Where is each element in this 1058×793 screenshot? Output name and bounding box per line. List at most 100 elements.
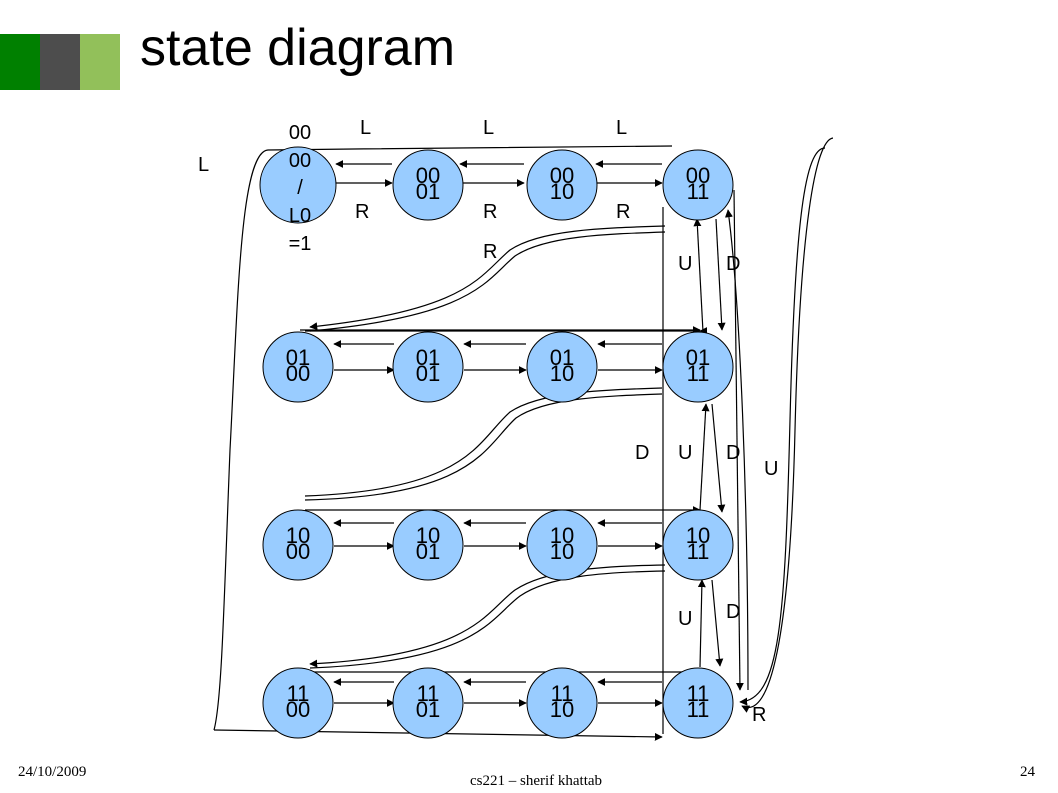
edge-row2-to-row3-a xyxy=(304,387,663,497)
edge-label-l-wrap: L xyxy=(198,154,209,176)
edge-label-l1: L xyxy=(360,117,371,139)
edge-label-l3: L xyxy=(616,117,627,139)
edge-d-1 xyxy=(715,218,726,331)
state-circle xyxy=(662,331,734,403)
edge-u-3 xyxy=(697,579,706,668)
edge-label-r2: R xyxy=(483,201,497,223)
state-top-label: 00 xyxy=(550,163,574,188)
edge-label-d2b: D xyxy=(726,442,740,464)
state-circle xyxy=(392,509,464,581)
state-top-label: 01 xyxy=(416,345,440,370)
state-top-label: 01 xyxy=(686,345,710,370)
edge-label-u1: U xyxy=(678,253,692,275)
edge-row2-to-row3-b xyxy=(304,393,663,501)
edge-label-r-row: R xyxy=(483,241,497,263)
edge-l-outer xyxy=(213,145,673,731)
edge-d-2 xyxy=(711,403,726,513)
edge-label-r-wrap: R xyxy=(752,704,766,726)
state-circle xyxy=(662,149,734,221)
state-circle xyxy=(392,331,464,403)
state-top-label: 11 xyxy=(287,681,310,706)
row-edges xyxy=(300,160,708,707)
edge-row1-to-row2-b xyxy=(309,231,666,332)
state-circle xyxy=(392,149,464,221)
edge-label-d2a: D xyxy=(635,442,649,464)
edge-label-r3: R xyxy=(616,201,630,223)
annotation-line-4: L0 xyxy=(289,205,311,227)
state-bottom-label: 01 xyxy=(416,697,440,722)
state-top-label: 10 xyxy=(416,523,440,548)
state-circle xyxy=(662,667,734,739)
state-circle xyxy=(526,331,598,403)
edge-label-u3: U xyxy=(678,608,692,630)
state-bottom-label: 01 xyxy=(416,179,440,204)
state-bottom-label: 11 xyxy=(687,361,710,386)
state-circle xyxy=(259,146,337,224)
edge-label-l2: L xyxy=(483,117,494,139)
state-top-label: 01 xyxy=(550,345,574,370)
edge-u-2 xyxy=(699,403,710,511)
accent-square-gray xyxy=(40,34,80,90)
annotation-line-1: 00 xyxy=(289,122,311,144)
state-top-label: 10 xyxy=(286,523,310,548)
accent-square-lightgreen xyxy=(80,34,120,90)
state-bottom-label: 10 xyxy=(550,179,574,204)
state-circle xyxy=(262,331,334,403)
row-transition-edges xyxy=(304,225,666,669)
state-top-label: 00 xyxy=(686,163,710,188)
vertical-edges xyxy=(693,189,749,691)
annotation-line-5: =1 xyxy=(289,233,312,255)
edge-u-long xyxy=(724,209,749,691)
state-circle xyxy=(526,667,598,739)
edge-r-wrap xyxy=(741,137,834,713)
state-bottom-label: 11 xyxy=(687,539,710,564)
footer-text: cs221 – sherif khattab xyxy=(470,773,603,789)
edge-labels: L L L L R R R R U D D U D U U D R xyxy=(198,117,778,726)
annotation-line-3: / xyxy=(297,177,303,199)
state-nodes: 0001001000110100010101100111100010011010… xyxy=(259,146,734,739)
state-bottom-label: 11 xyxy=(687,179,710,204)
wrap-edges xyxy=(213,137,834,741)
state-bottom-label: 01 xyxy=(416,539,440,564)
edge-row3-to-row4-a xyxy=(309,564,666,668)
state-top-label: 11 xyxy=(551,681,574,706)
state-circle xyxy=(392,667,464,739)
edge-d-3 xyxy=(711,579,724,667)
edge-row1-to-row2-a xyxy=(309,225,666,331)
state-bottom-label: 00 xyxy=(286,697,310,722)
state-top-label: 10 xyxy=(550,523,574,548)
state-top-label: 01 xyxy=(286,345,310,370)
state-circle xyxy=(262,509,334,581)
state-top-label: 11 xyxy=(417,681,440,706)
state-circle xyxy=(526,509,598,581)
edge-row3-to-row4-b xyxy=(309,570,666,669)
state-bottom-label: 10 xyxy=(550,539,574,564)
edge-label-u2: U xyxy=(678,442,692,464)
state-node xyxy=(259,146,337,224)
state-top-label: 00 xyxy=(416,163,440,188)
state-circle xyxy=(662,509,734,581)
state-bottom-label: 10 xyxy=(550,697,574,722)
annotation-line-2: 00 xyxy=(289,150,311,172)
state-bottom-label: 00 xyxy=(286,539,310,564)
first-state-annotation: 00 00 / L0 =1 xyxy=(289,122,312,255)
footer-date: 24/10/2009 xyxy=(18,764,87,780)
state-top-label: 10 xyxy=(686,523,710,548)
page-number: 24 xyxy=(1020,764,1035,780)
state-top-label: 11 xyxy=(687,681,710,706)
